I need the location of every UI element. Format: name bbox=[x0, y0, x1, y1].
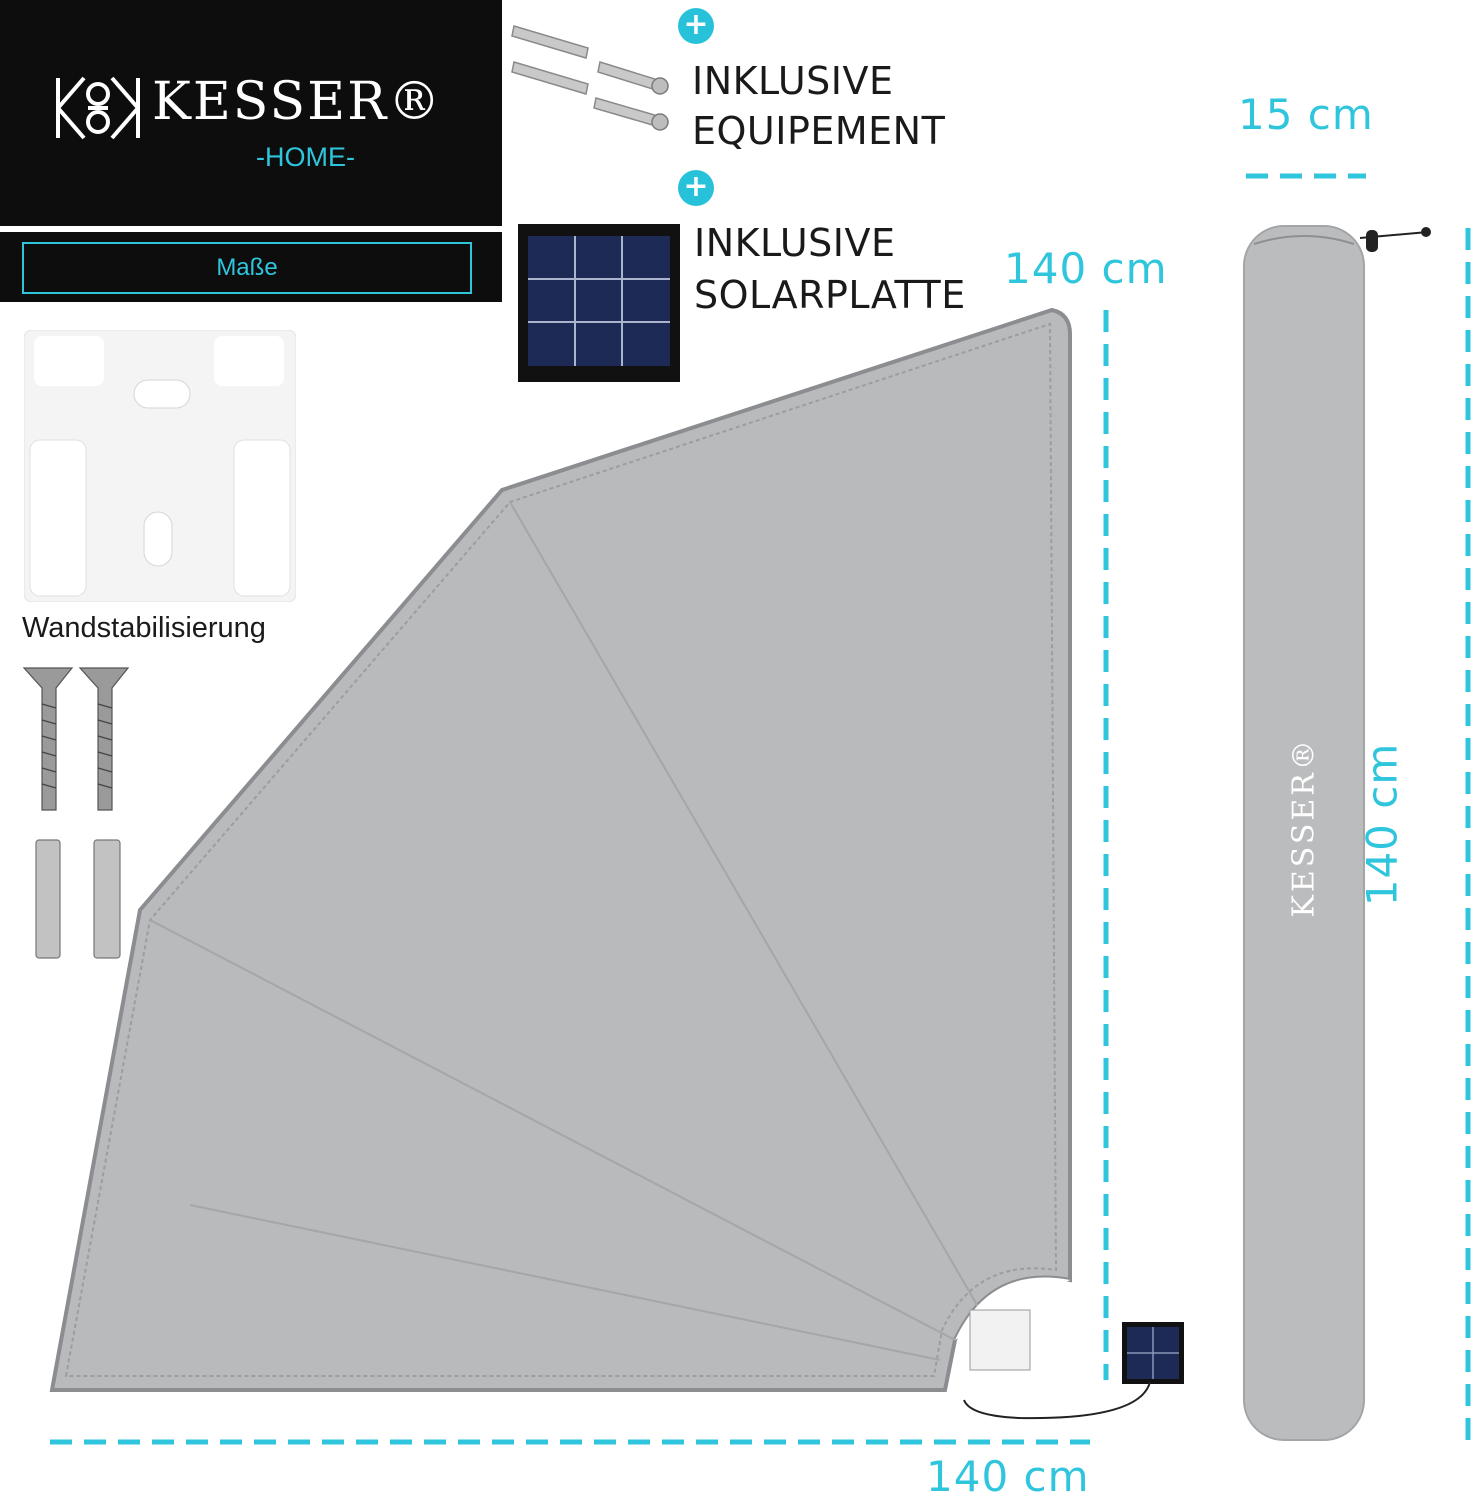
plus-icon: + bbox=[678, 170, 714, 206]
solar-panel-icon bbox=[518, 224, 680, 382]
fan-screen-graphic bbox=[49, 307, 1072, 1392]
kesser-logo-icon bbox=[56, 76, 140, 140]
bracket-caption: Wandstabilisierung bbox=[22, 612, 266, 644]
brand-header: KESSER® -HOME- bbox=[0, 0, 502, 226]
dowels-screws-icon bbox=[511, 25, 669, 131]
bag-logo-text: KESSER® bbox=[1286, 737, 1322, 918]
cable-graphic bbox=[963, 1381, 1151, 1420]
brand-name: KESSER® bbox=[152, 72, 443, 132]
bolts-sleeves-icon bbox=[22, 667, 130, 959]
feature-solar-line1: INKLUSIVE bbox=[694, 221, 896, 265]
dimension-width-bottom: 140 cm bbox=[926, 1452, 1090, 1501]
small-solar-panel-icon bbox=[1122, 1322, 1184, 1384]
brand-subtitle: -HOME- bbox=[256, 142, 355, 172]
storage-bag-graphic bbox=[1243, 225, 1431, 1441]
feature-equipment-line1: INKLUSIVE bbox=[692, 59, 894, 103]
wall-bracket-icon bbox=[24, 330, 296, 602]
dimension-height-side: 140 cm bbox=[1004, 244, 1168, 293]
tab-masse[interactable]: Maße bbox=[22, 242, 472, 294]
feature-equipment-line2: EQUIPEMENT bbox=[692, 109, 946, 153]
plus-icon: + bbox=[678, 8, 714, 44]
feature-solar-line2: SOLARPLATTE bbox=[694, 273, 966, 317]
dimension-bag-width: 15 cm bbox=[1238, 90, 1374, 139]
section-tab-strip: Maße bbox=[0, 232, 502, 302]
